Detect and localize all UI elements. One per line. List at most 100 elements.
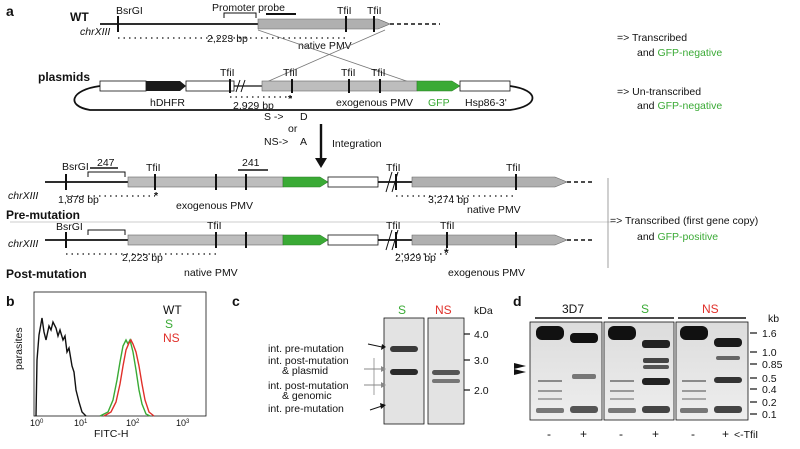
blot-marker-4: 4.0: [474, 329, 489, 341]
mutation-a-label: A: [300, 136, 307, 148]
gel-bands: [536, 326, 742, 413]
mutation-s-label: S ->: [264, 111, 284, 123]
gel-marker-1-6: 1.6: [762, 328, 777, 340]
gel-band: [642, 340, 670, 348]
pre-tfil-label-1: TfiI: [146, 162, 161, 174]
gel-band: [536, 326, 564, 340]
gel-group-s: S: [641, 302, 649, 316]
flow-histogram: parasites FITC-H 100 101 102 103 WT S NS: [13, 291, 207, 440]
tick-1e1: 101: [74, 418, 88, 428]
gel-marker-1-0: 1.0: [762, 347, 777, 359]
gel-band: [570, 333, 598, 343]
pre-native-label: native PMV: [467, 204, 521, 216]
gel-band: [714, 338, 742, 347]
gel-marker-0-5: 0.5: [762, 373, 777, 385]
gel-marker-ticks: [750, 332, 757, 415]
legend-wt: WT: [163, 303, 182, 317]
blot-label-pre-bottom: int. pre-mutation: [268, 403, 344, 415]
plasmid-tfil-label-2: TfiI: [341, 67, 356, 79]
blot-lane-s: S: [398, 303, 406, 317]
plasmid-distance-label: 2,929 bp: [233, 100, 274, 112]
post-distance-2929: 2,929 bp: [395, 252, 436, 264]
pre-chr-label: chrXIII: [8, 190, 38, 202]
enzyme-label: <-TfiI: [734, 429, 758, 441]
probe-247-label: 247: [97, 157, 115, 169]
plasmid-tfil-label-1: TfiI: [283, 67, 298, 79]
gel-band: [716, 356, 740, 360]
wt-tfil-label-2: TfiI: [367, 5, 382, 17]
gel-band: [610, 398, 634, 400]
gel-band: [682, 380, 706, 382]
integration-arrow-head: [315, 158, 327, 168]
gel-band: [572, 374, 596, 379]
blot-label-pre-top: int. pre-mutation: [268, 343, 344, 355]
integration-label: Integration: [332, 138, 382, 150]
note1-and: and: [637, 47, 657, 59]
gel-marker-0-2: 0.2: [762, 397, 777, 409]
gel-panel-s: [603, 321, 675, 421]
pre-distance-1878: 1,878 bp: [58, 194, 99, 206]
panel-c-letter: c: [232, 293, 240, 309]
blot-kda: kDa: [474, 305, 493, 317]
southern-blot: 3D7 S NS kb: [514, 302, 783, 441]
lane-sign-2: +: [580, 427, 587, 441]
gel-band: [610, 380, 634, 382]
blot-label-post2-b: & genomic: [282, 390, 332, 402]
panel-b-letter: b: [6, 293, 15, 309]
exogenous-pmv-gene: [261, 80, 418, 92]
note2-line2: and GFP-negative: [637, 100, 722, 112]
blot-band-ns-lower2: [432, 379, 460, 383]
wt-label: WT: [70, 10, 89, 24]
post-tfil-label-3: TfiI: [440, 220, 455, 232]
post-mutation-label: Post-mutation: [6, 267, 87, 281]
pre-mutation-label: Pre-mutation: [6, 208, 80, 222]
note2-and: and: [637, 100, 657, 112]
blot-band-s-lower: [390, 369, 418, 375]
mutation-or-label: or: [288, 123, 298, 135]
gfp-cassette: [416, 80, 461, 92]
gel-marker-0-4: 0.4: [762, 384, 777, 396]
panel-a-letter: a: [6, 3, 14, 19]
pre-exogenous-pmv: [127, 176, 284, 188]
note1-line1: => Transcribed: [617, 32, 687, 44]
gel-arrow-upper: [514, 363, 526, 369]
note1-line2: and GFP-negative: [637, 47, 722, 59]
gel-band: [538, 390, 562, 392]
note3-and: and: [637, 231, 657, 243]
recombination-cross-2: [261, 29, 386, 85]
gel-band: [714, 406, 742, 413]
gel-band: [538, 398, 562, 400]
probe-241-label: 241: [242, 157, 260, 169]
plasmids-label: plasmids: [38, 70, 90, 84]
gel-group-3d7: 3D7: [562, 302, 584, 316]
western-blot: S NS kDa 4.0 3.0 2.0 int. pre-mutation i…: [268, 303, 493, 425]
legend-ns: NS: [163, 331, 180, 345]
gel-band: [643, 358, 669, 363]
pre-mutation-row: chrXIII BsrGI 247 TfiI * 241 TfiI TfiI 1…: [6, 157, 592, 222]
hsp86-cassette: [459, 80, 511, 92]
hsp86-label: Hsp86-3': [465, 97, 507, 109]
post-chr-label: chrXIII: [8, 238, 38, 250]
post-mutation-row: chrXIII BsrGI TfiI TfiI TfiI * 2,223 bp …: [6, 220, 592, 281]
gel-band: [714, 377, 742, 383]
blot-marker-3: 3.0: [474, 355, 489, 367]
post-exogenous-pmv: [411, 234, 568, 246]
blot-lane-ns: NS: [435, 303, 452, 317]
post-tfil-label-1: TfiI: [207, 220, 222, 232]
gel-band: [610, 390, 634, 392]
panel-d-letter: d: [513, 293, 522, 309]
gfp-label: GFP: [428, 97, 450, 109]
histogram-wt-curve: [35, 317, 87, 417]
gel-group-ns: NS: [702, 302, 719, 316]
gel-marker-0-1: 0.1: [762, 409, 777, 421]
mutation-ns-label: NS->: [264, 136, 288, 148]
note3-gfp: GFP-positive: [657, 231, 718, 243]
histogram-ylabel: parasites: [13, 327, 25, 370]
wt-chr-label: chrXIII: [80, 26, 110, 38]
pre-tfil-label-2: TfiI: [386, 162, 401, 174]
hdhfr-cassette: [146, 81, 186, 91]
pre-exogenous-label: exogenous PMV: [176, 200, 253, 212]
promoter-bracket: [223, 12, 257, 18]
plasmid-row: plasmids TfiI TfiI TfiI TfiI hDHFR 2,929…: [38, 67, 534, 148]
